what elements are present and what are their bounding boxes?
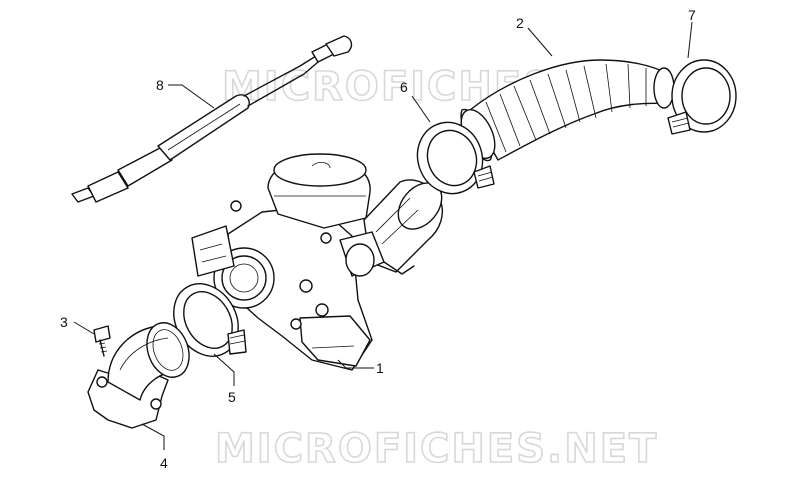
part-6-clamp — [416, 121, 495, 195]
callout-5: 5 — [228, 389, 236, 405]
callout-1: 1 — [376, 360, 384, 376]
callout-4: 4 — [160, 455, 168, 471]
part-1-carburetor — [191, 153, 444, 371]
callout-6: 6 — [400, 79, 408, 95]
part-5-clamp — [173, 283, 247, 357]
part-3-screw — [93, 325, 111, 357]
callout-7: 7 — [688, 7, 696, 23]
leader-lines — [73, 21, 693, 450]
part-7-clamp — [667, 59, 737, 135]
callout-2: 2 — [516, 15, 524, 31]
callout-8: 8 — [156, 77, 164, 93]
callout-3: 3 — [60, 314, 68, 330]
watermark-bottom: MICROFICHES.NET — [215, 426, 658, 472]
part-8-cable — [71, 35, 353, 203]
part-4-intake-manifold — [87, 322, 190, 429]
